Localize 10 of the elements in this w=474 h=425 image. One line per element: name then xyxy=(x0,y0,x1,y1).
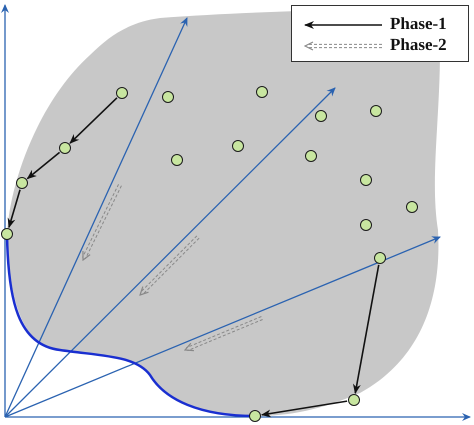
point-circle xyxy=(249,410,261,422)
arrow xyxy=(26,152,60,180)
arrow xyxy=(352,264,380,394)
arrow xyxy=(8,189,21,228)
arrow xyxy=(69,97,118,144)
legend-label: Phase-1 xyxy=(390,14,447,34)
legend-label: Phase-2 xyxy=(390,35,447,55)
point-circle xyxy=(1,228,13,240)
arrow xyxy=(260,400,348,418)
point-circle xyxy=(348,394,360,406)
